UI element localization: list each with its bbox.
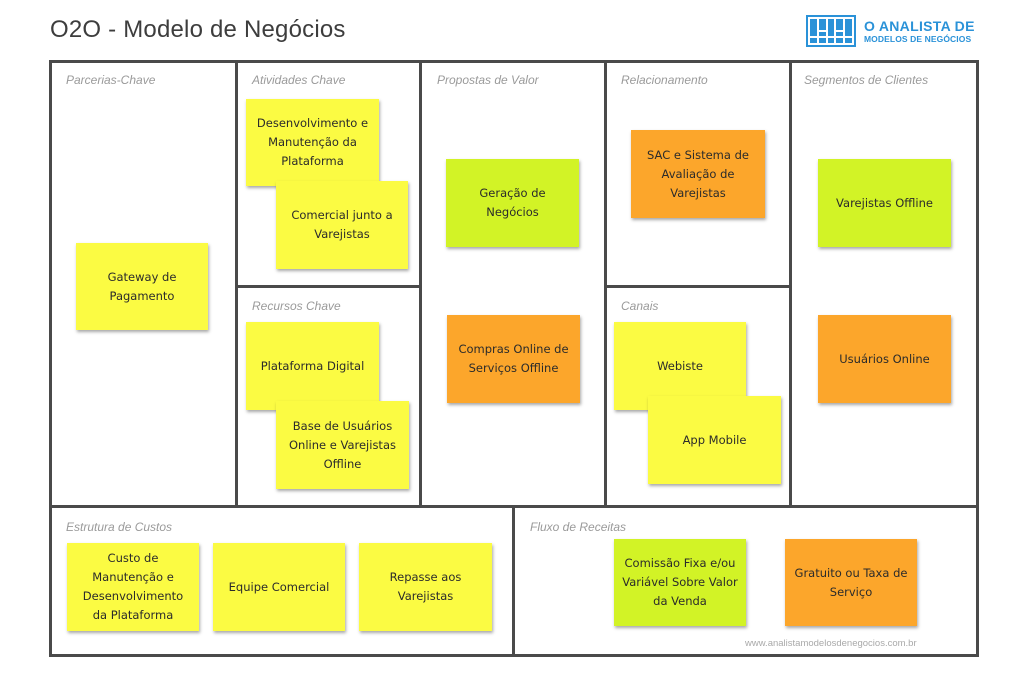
note-compras-online: Compras Online de Serviços Offline — [447, 315, 580, 403]
section-receitas-label: Fluxo de Receitas — [530, 520, 627, 534]
page-title: O2O - Modelo de Negócios — [50, 16, 346, 43]
note-base-usuarios: Base de Usuários Online e Varejistas Off… — [276, 401, 409, 489]
note-geracao-negocios: Geração de Negócios — [446, 159, 579, 247]
section-segmentos-label: Segmentos de Clientes — [804, 73, 929, 87]
section-atividades-label: Atividades Chave — [252, 73, 346, 87]
section-custos-label: Estrutura de Custos — [66, 520, 173, 534]
note-comissao: Comissão Fixa e/ou Variável Sobre Valor … — [614, 539, 746, 626]
divider — [419, 60, 422, 507]
divider — [512, 505, 515, 657]
logo-line2: MODELOS DE NEGÓCIOS — [864, 33, 972, 44]
note-repasse-varejistas: Repasse aos Varejistas — [359, 543, 492, 631]
note-comercial-varejistas: Comercial junto a Varejistas — [276, 181, 408, 269]
section-recursos-label: Recursos Chave — [252, 299, 341, 313]
note-gateway-pagamento: Gateway de Pagamento — [76, 243, 208, 330]
logo-line1: O ANALISTA DE — [864, 17, 975, 34]
section-canais-label: Canais — [621, 299, 659, 313]
building-blocks-icon — [806, 15, 856, 47]
note-varejistas-offline: Varejistas Offline — [818, 159, 951, 247]
note-sac-avaliacao: SAC e Sistema de Avaliação de Varejistas — [631, 130, 765, 218]
section-propostas-label: Propostas de Valor — [437, 73, 539, 87]
divider — [235, 60, 238, 507]
section-relacionamento-label: Relacionamento — [621, 73, 708, 87]
note-usuarios-online: Usuários Online — [818, 315, 951, 403]
note-gratuito-taxa: Gratuito ou Taxa de Serviço — [785, 539, 917, 626]
divider — [604, 60, 607, 507]
footer-credit: www.analistamodelosdenegocios.com.br — [745, 638, 917, 649]
note-plataforma-digital: Plataforma Digital — [246, 322, 379, 410]
note-equipe-comercial: Equipe Comercial — [213, 543, 345, 631]
note-app-mobile: App Mobile — [648, 396, 781, 484]
section-parcerias-label: Parcerias-Chave — [66, 73, 156, 87]
note-desenvolvimento-plataforma: Desenvolvimento e Manutenção da Platafor… — [246, 99, 379, 186]
note-custo-manutencao: Custo de Manutenção e Desenvolvimento da… — [67, 543, 199, 631]
divider — [789, 60, 792, 507]
divider — [604, 285, 792, 288]
note-webiste: Webiste — [614, 322, 746, 410]
divider — [235, 285, 422, 288]
brand-logo: O ANALISTA DE MODELOS DE NEGÓCIOS — [806, 14, 975, 48]
